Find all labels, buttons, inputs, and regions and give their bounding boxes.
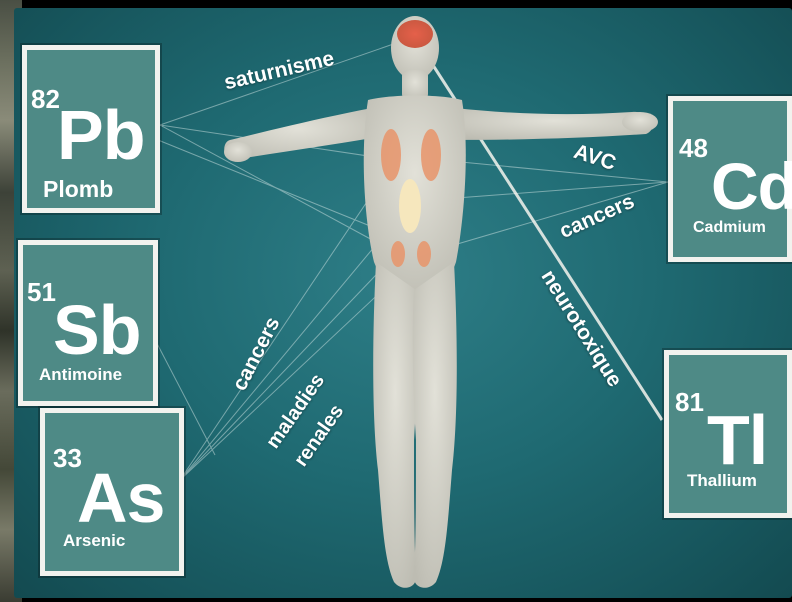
atomic-number: 81 <box>675 387 704 418</box>
element-card-cd: 48 Cd Cadmium <box>668 96 792 262</box>
atomic-number: 51 <box>27 277 56 308</box>
atomic-number: 82 <box>31 84 60 115</box>
element-card-tl: 81 Tl Thallium <box>664 350 792 518</box>
liver-organ <box>399 179 421 233</box>
left-kidney-organ <box>391 241 405 267</box>
element-name: Plomb <box>43 176 113 203</box>
element-name: Cadmium <box>693 219 766 237</box>
right-kidney-organ <box>417 241 431 267</box>
element-card-pb: 82 Pb Plomb <box>22 45 160 213</box>
element-name: Antimoine <box>39 365 122 385</box>
element-symbol: Tl <box>707 405 767 475</box>
right-lung-organ <box>421 129 441 181</box>
brain-organ <box>397 20 433 48</box>
element-name: Thallium <box>687 471 757 491</box>
atomic-number: 48 <box>679 133 708 164</box>
element-name: Arsenic <box>63 531 125 551</box>
element-card-sb: 51 Sb Antimoine <box>18 240 158 406</box>
left-lung-organ <box>381 129 401 181</box>
element-card-as: 33 As Arsenic <box>40 408 184 576</box>
element-symbol: Cd <box>711 153 792 219</box>
element-symbol: As <box>77 463 164 533</box>
element-symbol: Sb <box>53 295 140 365</box>
human-figure <box>224 16 658 588</box>
element-symbol: Pb <box>57 100 144 170</box>
